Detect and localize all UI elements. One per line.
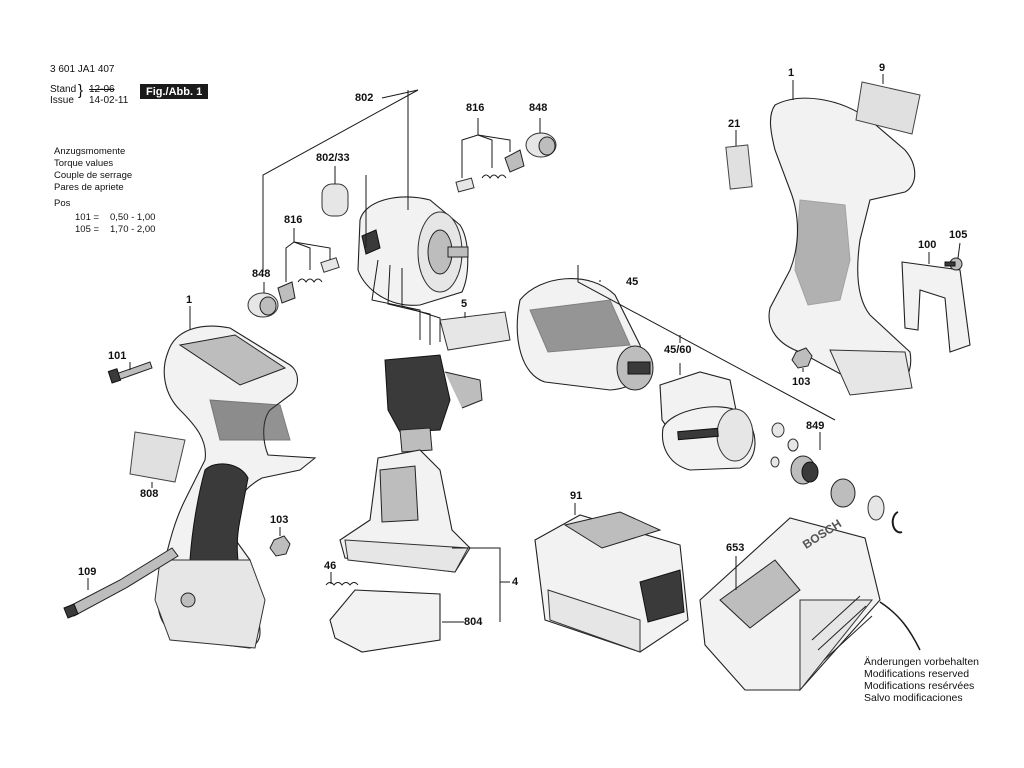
hammer-mechanism-849 xyxy=(770,422,903,534)
screw-101 xyxy=(107,361,153,384)
callout-109: 109 xyxy=(78,566,97,578)
callout-91: 91 xyxy=(570,490,583,502)
torque-row-value: 1,70 - 2,00 xyxy=(110,224,156,235)
torque-row-pos: 105 = xyxy=(75,224,100,235)
cover-45-60 xyxy=(659,371,756,471)
torque-pos-label: Pos xyxy=(54,198,71,209)
callout-45: 45 xyxy=(626,276,639,288)
callout-1-left: 1 xyxy=(186,294,193,306)
switch-plate-5 xyxy=(439,311,511,351)
torque-title-es: Pares de apriete xyxy=(54,182,124,193)
note-en: Modifications reserved xyxy=(864,668,970,680)
callout-105: 105 xyxy=(949,229,968,241)
callout-849: 849 xyxy=(806,420,825,432)
callout-46: 46 xyxy=(324,560,337,572)
callout-101: 101 xyxy=(108,350,127,362)
switch-module xyxy=(384,354,483,453)
callout-21: 21 xyxy=(728,118,741,130)
leader-lines xyxy=(87,74,961,623)
callout-804: 804 xyxy=(464,616,483,628)
callout-103-right: 103 xyxy=(792,376,811,388)
callout-9: 9 xyxy=(879,62,886,74)
electronics-module-4 xyxy=(339,449,471,573)
callout-1-right: 1 xyxy=(788,67,795,79)
label-9 xyxy=(855,81,921,135)
spring-46 xyxy=(325,582,359,586)
motor-802 xyxy=(357,196,469,345)
note-fr: Modifications resérvées xyxy=(864,680,975,692)
issue-label: Issue xyxy=(50,95,74,106)
callout-5: 5 xyxy=(461,298,468,310)
nut-103-left xyxy=(269,535,291,557)
callout-653: 653 xyxy=(726,542,745,554)
old-date: 12-06 xyxy=(89,84,115,95)
torque-title-en: Torque values xyxy=(54,158,114,169)
new-date: 14-02-11 xyxy=(89,95,129,106)
callout-45-60: 45/60 xyxy=(664,344,692,356)
bit-109 xyxy=(63,547,179,619)
label-21 xyxy=(725,144,753,190)
type-label-808 xyxy=(129,431,186,483)
callout-100: 100 xyxy=(918,239,937,251)
brushes-816-top xyxy=(455,149,525,193)
ring-802-33 xyxy=(321,183,349,217)
torque-title-fr: Couple de serrage xyxy=(54,170,133,181)
callout-808: 808 xyxy=(140,488,159,500)
nut-103-right xyxy=(791,347,813,369)
note-de: Änderungen vorbehalten xyxy=(864,656,980,668)
callout-848-left: 848 xyxy=(252,268,271,280)
callout-802-33: 802/33 xyxy=(316,152,350,164)
bearing-848-left xyxy=(247,292,279,318)
torque-title-de: Anzugsmomente xyxy=(54,146,126,157)
bearing-848-top xyxy=(525,132,557,158)
housing-half-right xyxy=(768,97,916,396)
belt-clip-100 xyxy=(901,261,971,353)
battery-91 xyxy=(534,511,689,653)
gear-housing-45 xyxy=(516,278,654,391)
figure-label: Fig./Abb. 1 xyxy=(140,84,209,99)
callout-103-left: 103 xyxy=(270,514,289,526)
header-brace: } xyxy=(78,82,84,99)
callout-802: 802 xyxy=(355,92,374,104)
charger-653 xyxy=(699,517,921,692)
stand-label: Stand xyxy=(50,84,77,95)
board-804 xyxy=(329,589,441,653)
callout-816-left: 816 xyxy=(284,214,303,226)
note-es: Salvo modificaciones xyxy=(864,692,963,704)
torque-row-pos: 101 = xyxy=(75,212,100,223)
drawing-number: 3 601 JA1 407 xyxy=(50,64,115,75)
housing-half-left xyxy=(154,325,317,649)
torque-row-value: 0,50 - 1,00 xyxy=(110,212,156,223)
callout-848-top: 848 xyxy=(529,102,548,114)
brushes-816-left xyxy=(277,257,340,304)
callout-4: 4 xyxy=(512,576,519,588)
callout-816-top: 816 xyxy=(466,102,485,114)
screw-105 xyxy=(944,257,963,271)
